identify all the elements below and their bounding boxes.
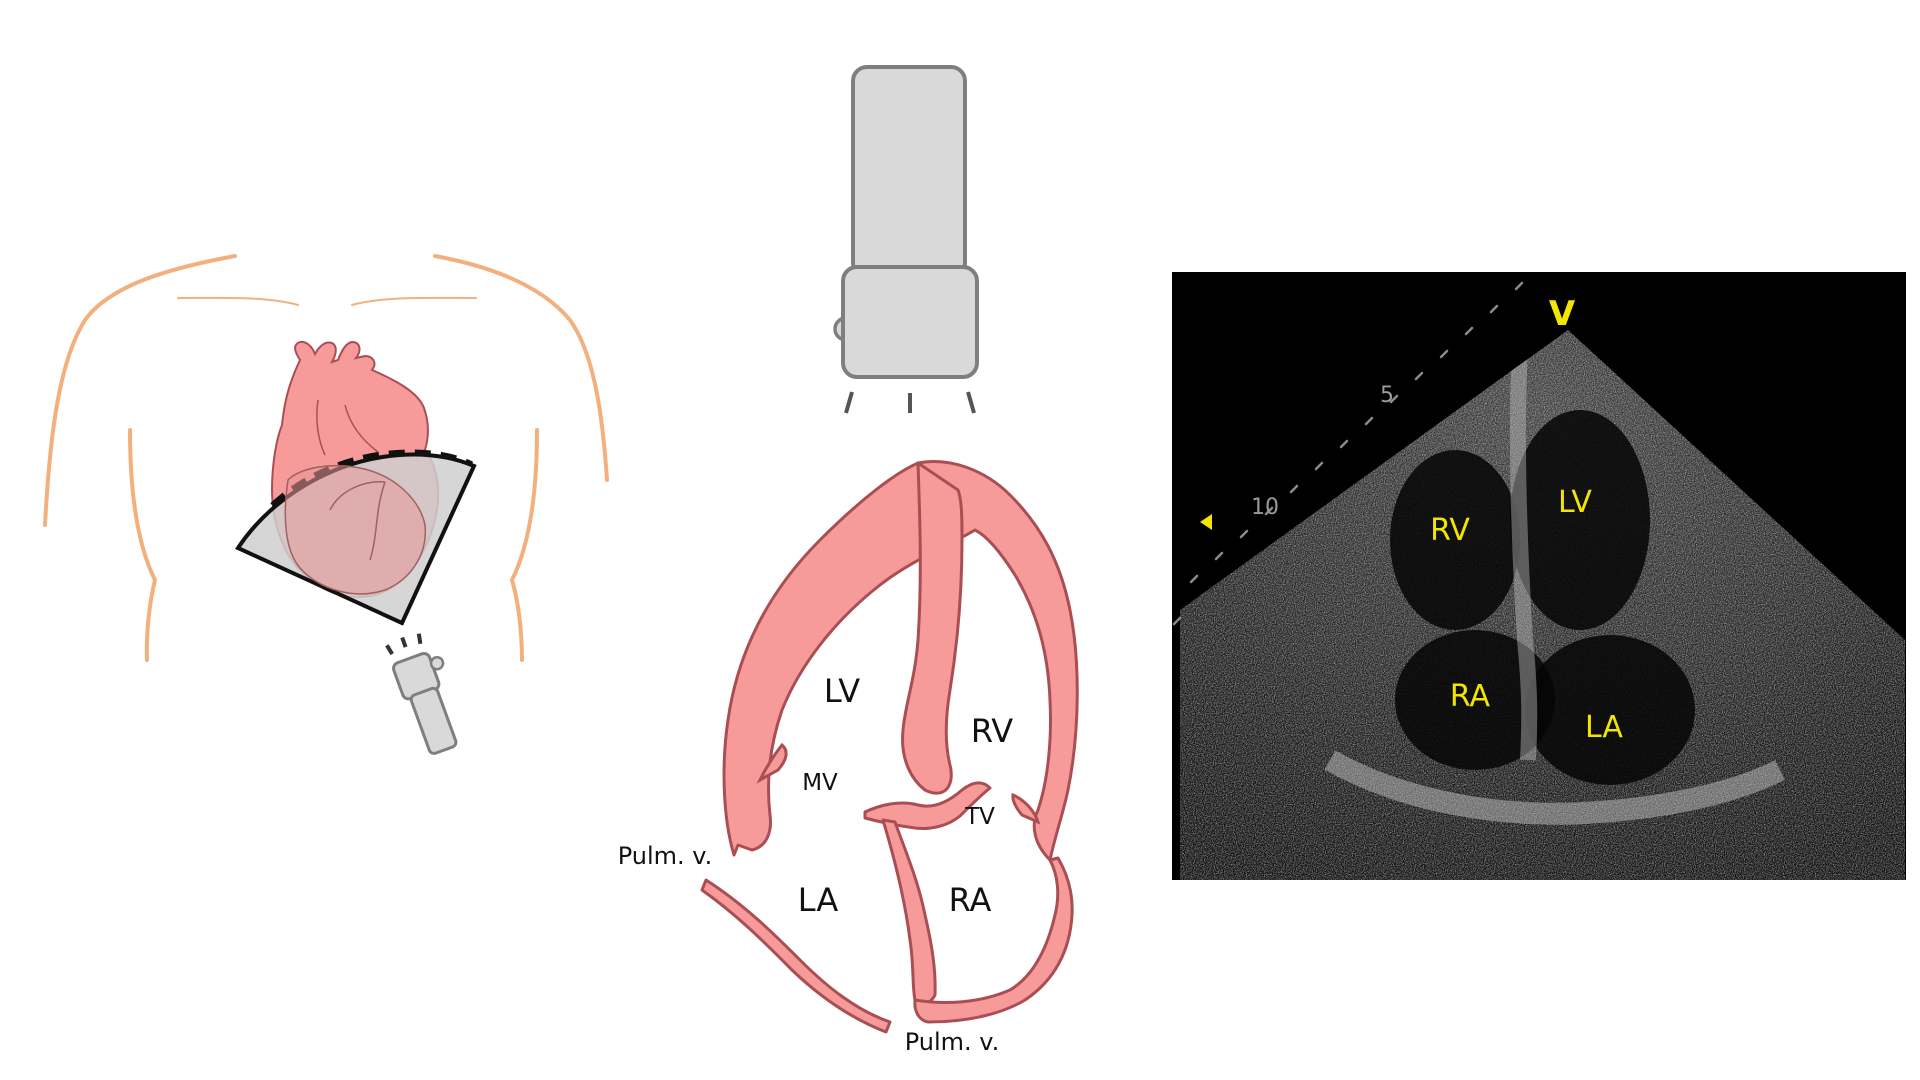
probe-emission-line bbox=[844, 391, 854, 414]
orientation-marker: V bbox=[1549, 294, 1576, 334]
echo-image-panel: 5 10 V RV LV RA LA bbox=[1172, 272, 1906, 880]
echo-chamber-lv bbox=[1510, 410, 1650, 630]
probe-emission-line bbox=[966, 391, 976, 414]
left-collarbone bbox=[177, 296, 299, 306]
ultrasound-probe-icon bbox=[385, 633, 458, 755]
left-shoulder-arm-outline bbox=[43, 254, 237, 527]
echo-septum-band bbox=[1509, 349, 1538, 761]
right-body-side bbox=[510, 428, 539, 662]
label-tv: TV bbox=[964, 804, 995, 830]
depth-scale bbox=[1172, 281, 1524, 626]
echo-chamber-ra bbox=[1395, 630, 1555, 770]
probe-emission-line bbox=[416, 633, 423, 645]
probe-handle bbox=[409, 686, 458, 755]
right-collarbone bbox=[351, 296, 477, 306]
probe-handle-large bbox=[851, 65, 967, 279]
heart-through-sector bbox=[284, 464, 427, 595]
torso-illustration bbox=[43, 254, 609, 755]
probe-head-large bbox=[841, 265, 979, 379]
right-atrium-wall bbox=[913, 856, 1074, 1024]
echo-chamber-rv bbox=[1390, 450, 1520, 630]
interatrial-septum bbox=[881, 818, 937, 1005]
interventricular-septum bbox=[901, 461, 964, 795]
echo-label-lv: LV bbox=[1558, 485, 1592, 520]
pulmonary-vein-left bbox=[700, 878, 892, 1034]
tricuspid-hook bbox=[1011, 792, 1041, 825]
echo-chamber-la bbox=[1525, 635, 1695, 785]
label-pulm-v-bottom: Pulm. v. bbox=[905, 1028, 1000, 1056]
probe-emission-line bbox=[385, 644, 394, 656]
depth-label-10: 10 bbox=[1251, 495, 1279, 520]
focus-marker-icon bbox=[1200, 514, 1212, 530]
heart-sector-detail bbox=[329, 481, 386, 561]
ultrasound-probe-icon bbox=[833, 65, 979, 414]
four-chamber-schematic: LV RV MV TV LA RA Pulm. v. Pulm. v. bbox=[618, 460, 1079, 1056]
probe-marker-knob bbox=[429, 655, 445, 671]
echo-label-ra: RA bbox=[1450, 679, 1491, 714]
depth-label-5: 5 bbox=[1380, 383, 1394, 408]
large-probe bbox=[833, 65, 979, 414]
human-torso-icon bbox=[43, 254, 609, 662]
imaging-sector bbox=[235, 449, 477, 626]
label-ra-schematic: RA bbox=[949, 881, 992, 919]
right-shoulder-arm-outline bbox=[433, 254, 609, 482]
label-pulm-v-left: Pulm. v. bbox=[618, 842, 713, 870]
echo-label-rv: RV bbox=[1430, 513, 1470, 548]
label-lv-schematic: LV bbox=[824, 672, 860, 710]
mitral-hook bbox=[756, 742, 788, 784]
av-junction bbox=[863, 781, 992, 830]
probe-emission-line bbox=[400, 636, 408, 648]
heart-vessel-detail bbox=[316, 399, 379, 456]
label-rv-schematic: RV bbox=[971, 712, 1013, 750]
echo-bright-band bbox=[1324, 750, 1785, 825]
label-la-schematic: LA bbox=[798, 881, 839, 919]
label-mv: MV bbox=[802, 770, 838, 796]
echo-label-la: LA bbox=[1585, 710, 1623, 745]
left-body-side bbox=[128, 428, 157, 662]
